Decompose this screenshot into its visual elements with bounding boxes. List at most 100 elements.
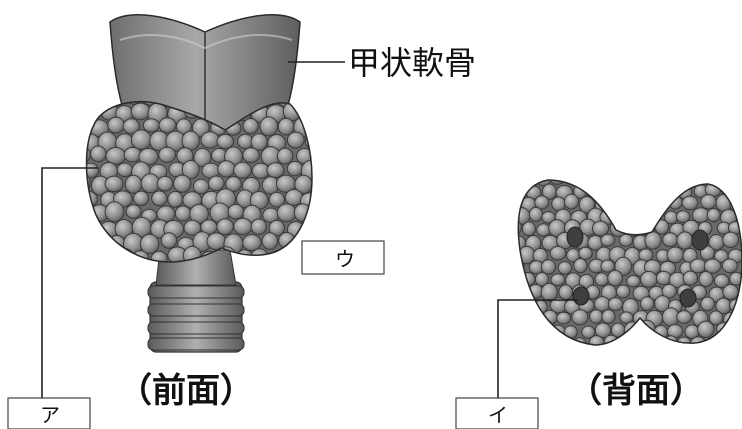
- front-caption: （前面）: [118, 371, 254, 411]
- back-view: イ （背面）: [456, 168, 742, 429]
- gland-lobule: [513, 308, 529, 324]
- gland-lobule: [701, 297, 715, 311]
- gland-lobule: [267, 163, 284, 178]
- gland-lobule: [723, 232, 739, 247]
- gland-lobule: [234, 218, 252, 234]
- gland-lobule: [105, 176, 123, 192]
- gland-lobule: [603, 182, 616, 196]
- gland-lobule: [601, 234, 615, 246]
- gland-lobule: [619, 234, 632, 246]
- gland-lobule: [608, 298, 622, 311]
- gland-lobule: [616, 209, 631, 224]
- gland-lobule: [83, 163, 99, 178]
- gland-lobule: [159, 118, 176, 133]
- gland-lobule: [251, 219, 266, 234]
- gland-lobule: [541, 260, 555, 274]
- gland-lobule: [589, 336, 604, 350]
- gland-lobule: [99, 248, 115, 262]
- gland-lobule: [564, 194, 578, 209]
- gland-lobule: [131, 103, 150, 120]
- gland-lobule: [669, 196, 683, 209]
- gland-lobule: [656, 271, 671, 285]
- gland-lobule: [655, 220, 669, 234]
- gland-lobule: [277, 148, 293, 164]
- gland-lobule: [513, 286, 528, 300]
- gland-lobule: [125, 175, 141, 193]
- parathyroid-lower-right: [680, 289, 696, 307]
- gland-lobule: [645, 232, 661, 249]
- gland-lobule: [722, 259, 737, 273]
- gland-lobule: [707, 209, 720, 222]
- gland-lobule: [617, 184, 631, 197]
- gland-lobule: [550, 325, 566, 339]
- gland-lobule: [217, 219, 233, 235]
- gland-lobule: [522, 222, 535, 236]
- gland-lobule: [642, 171, 655, 183]
- label-u: ウ: [335, 247, 355, 271]
- gland-lobule: [662, 185, 677, 199]
- gland-lobule: [304, 105, 320, 122]
- gland-lobule: [529, 207, 542, 221]
- gland-lobule: [564, 326, 577, 339]
- gland-lobule: [730, 325, 742, 339]
- gland-lobule: [243, 148, 260, 163]
- gland-lobule: [287, 132, 304, 148]
- gland-lobule: [581, 170, 597, 186]
- gland-lobule: [663, 233, 678, 247]
- gland-lobule: [511, 337, 527, 353]
- gland-lobule: [73, 118, 88, 131]
- gland-lobule: [684, 171, 699, 186]
- gland-lobule: [626, 173, 639, 187]
- gland-lobule: [683, 271, 697, 285]
- gland-lobule: [108, 117, 124, 133]
- gland-lobule: [284, 248, 302, 265]
- gland-lobule: [592, 221, 608, 236]
- gland-lobule: [174, 175, 191, 192]
- gland-lobule: [647, 185, 661, 197]
- gland-lobule: [526, 311, 541, 324]
- gland-lobule: [608, 270, 623, 285]
- gland-lobule: [624, 322, 640, 339]
- gland-lobule: [287, 161, 302, 175]
- gland-lobule: [716, 194, 732, 211]
- gland-lobule: [656, 169, 671, 183]
- gland-lobule: [143, 119, 159, 132]
- gland-lobule: [641, 271, 658, 287]
- gland-lobule: [260, 117, 278, 136]
- gland-lobule: [521, 326, 535, 338]
- gland-lobule: [540, 335, 556, 349]
- label-a: ア: [40, 403, 60, 427]
- gland-lobule: [251, 249, 269, 269]
- gland-lobule: [627, 276, 640, 287]
- gland-lobule: [672, 173, 685, 185]
- gland-lobule: [152, 191, 167, 206]
- gland-lobule: [637, 196, 653, 212]
- gland-lobule: [74, 91, 90, 105]
- gland-lobule: [278, 118, 294, 135]
- gland-lobule: [81, 248, 100, 266]
- gland-lobule: [106, 148, 126, 165]
- gland-lobule: [690, 337, 707, 355]
- gland-lobule: [590, 310, 603, 324]
- back-thyroid-gland: [503, 168, 742, 354]
- gland-lobule: [713, 171, 729, 186]
- gland-lobule: [175, 206, 190, 221]
- gland-lobule: [504, 324, 520, 339]
- gland-lobule: [505, 195, 518, 209]
- gland-lobule: [91, 90, 106, 106]
- gland-lobule: [126, 205, 141, 219]
- gland-lobule: [557, 312, 571, 324]
- gland-lobule: [634, 210, 648, 223]
- gland-lobule: [633, 338, 649, 353]
- gland-lobule: [277, 204, 296, 222]
- parathyroid-upper-left: [567, 227, 583, 247]
- gland-lobule: [616, 285, 629, 298]
- gland-lobule: [193, 179, 208, 193]
- parathyroid-lower-left: [573, 287, 589, 305]
- gland-lobule: [115, 248, 133, 263]
- gland-lobule: [234, 162, 252, 178]
- gland-lobule: [579, 247, 592, 259]
- gland-lobule: [677, 337, 692, 352]
- gland-lobule: [550, 246, 566, 260]
